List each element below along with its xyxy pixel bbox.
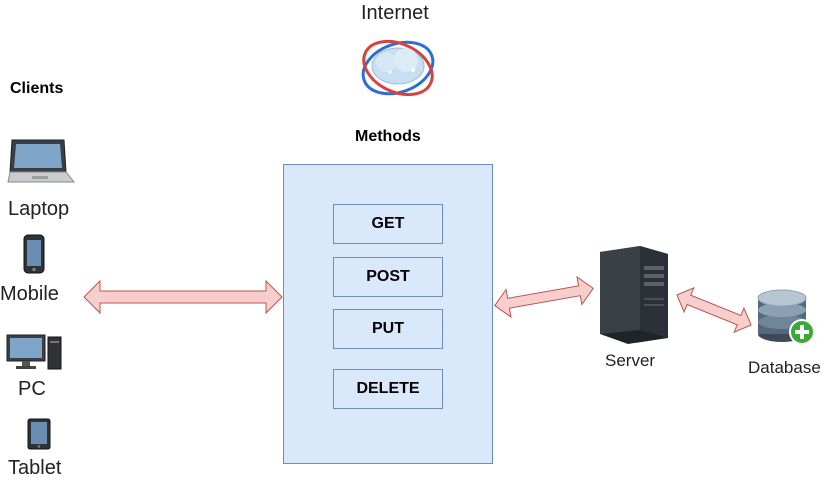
method-delete: DELETE <box>333 369 443 409</box>
laptop-icon <box>7 139 76 183</box>
mobile-icon <box>23 234 45 274</box>
server-label: Server <box>605 351 656 370</box>
clients-methods-arrow <box>83 279 283 315</box>
method-put: PUT <box>333 309 443 349</box>
method-get: GET <box>333 204 443 244</box>
database-label: Database <box>748 358 821 377</box>
client-label-mobile: Mobile <box>0 283 59 305</box>
internet-cloud-icon <box>361 39 435 97</box>
pc-icon <box>6 334 62 370</box>
client-label-tablet: Tablet <box>8 457 62 479</box>
database-icon <box>757 289 815 345</box>
internet-label: Internet <box>361 2 429 24</box>
server-database-arrow <box>676 286 752 334</box>
methods-server-arrow <box>494 275 594 319</box>
server-icon <box>600 246 668 344</box>
method-post: POST <box>333 257 443 297</box>
client-label-laptop: Laptop <box>8 198 70 220</box>
methods-heading: Methods <box>355 128 421 145</box>
clients-heading: Clients <box>10 80 64 97</box>
client-label-pc: PC <box>18 378 46 400</box>
tablet-icon <box>27 418 51 450</box>
